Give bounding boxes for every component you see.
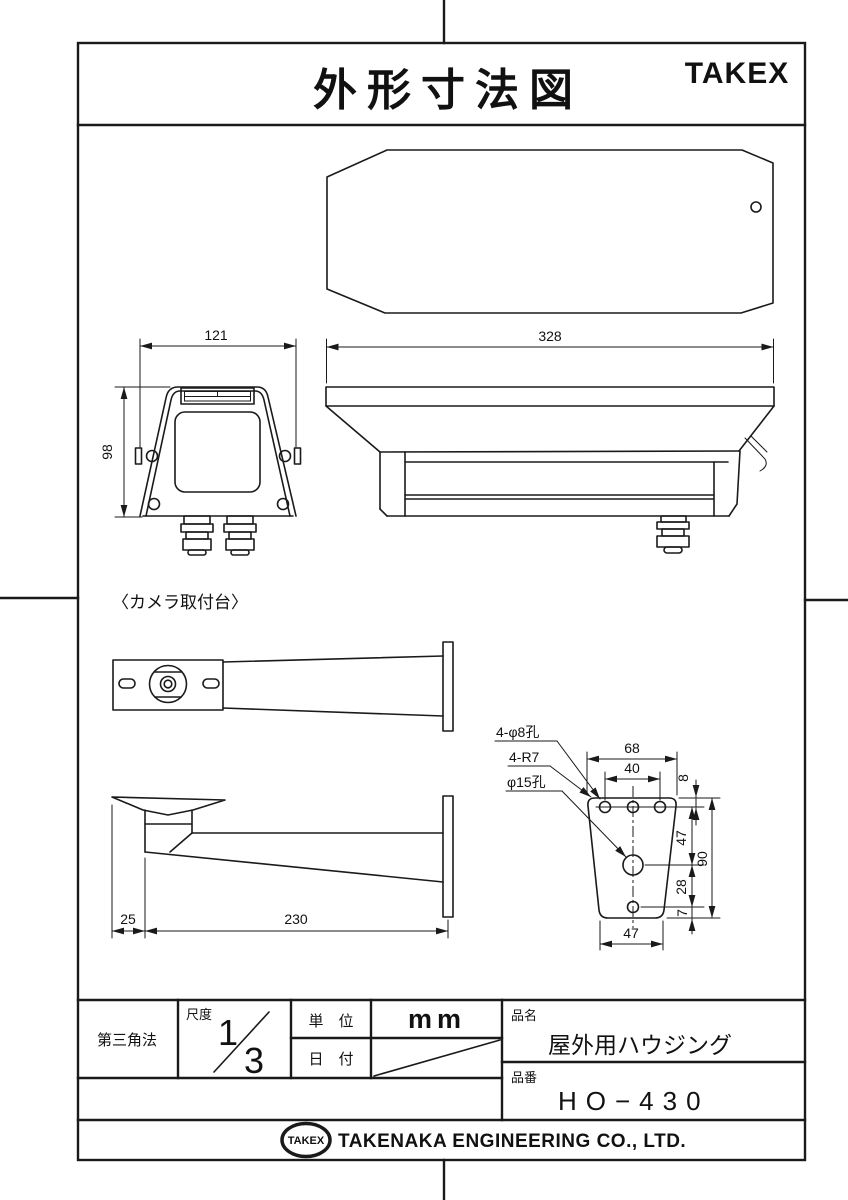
dim-bracket: 25 230 bbox=[111, 804, 449, 939]
phi8-hole bbox=[598, 800, 612, 814]
camera-window bbox=[174, 411, 261, 493]
dim-plate-top-offset-text: 8 bbox=[675, 774, 691, 782]
page-title: 外形寸法図 bbox=[313, 66, 583, 115]
mount-plate-detail: 68 40 8 47 28 7 90 47 4-φ8孔 4-R7 φ15孔 bbox=[494, 724, 721, 951]
unit-value: mm bbox=[408, 1004, 466, 1034]
housing-front-view bbox=[134, 386, 302, 556]
dim-side-length-text: 328 bbox=[538, 328, 562, 344]
product-code-label: 品番 bbox=[511, 1070, 537, 1085]
takex-oval-logo bbox=[280, 1121, 332, 1159]
bracket-side-view bbox=[111, 795, 454, 918]
dim-front-width: 121 bbox=[139, 327, 297, 448]
sun-visor-top bbox=[325, 386, 775, 407]
dim-plate-lower-pitch-text: 28 bbox=[673, 879, 689, 895]
dim-plate-top-width-text: 68 bbox=[624, 740, 640, 756]
side-latch bbox=[134, 447, 143, 465]
callout-phi8-holes: 4-φ8孔 bbox=[496, 724, 539, 740]
takex-logo-text: TAKEX bbox=[288, 1135, 325, 1147]
dim-plate-holes-span-text: 40 bbox=[624, 760, 640, 776]
vent-slot bbox=[180, 387, 255, 405]
cable-gland-right bbox=[223, 515, 257, 556]
dim-bracket-offset-text: 25 bbox=[120, 911, 136, 927]
dim-side-length: 328 bbox=[326, 328, 774, 384]
company-name: TAKENAKA ENGINEERING CO., LTD. bbox=[338, 1131, 686, 1152]
date-blank-slash bbox=[373, 1039, 501, 1077]
date-label: 日 付 bbox=[308, 1051, 353, 1068]
product-name-label: 品名 bbox=[511, 1008, 537, 1023]
dim-front-width-text: 121 bbox=[204, 327, 228, 343]
swivel-base bbox=[148, 664, 188, 704]
corner-screw bbox=[147, 497, 161, 511]
side-latch bbox=[293, 447, 302, 465]
unit-label: 単 位 bbox=[308, 1013, 353, 1030]
cable-gland-left bbox=[180, 515, 214, 556]
dim-plate-upper-pitch-text: 47 bbox=[673, 830, 689, 846]
phi8-hole bbox=[626, 900, 640, 914]
scale-fraction-slash bbox=[213, 1011, 270, 1073]
title-bar: 外形寸法図 TAKEX bbox=[313, 57, 789, 115]
callout-phi15-hole: φ15孔 bbox=[507, 774, 546, 790]
dim-plate-bottom-width-text: 47 bbox=[623, 925, 639, 941]
cover-screw-hole bbox=[750, 201, 762, 213]
corner-screw bbox=[145, 449, 159, 463]
dim-front-height-text: 98 bbox=[99, 444, 115, 460]
corner-screw bbox=[278, 449, 292, 463]
housing-top-view bbox=[326, 149, 774, 314]
phi8-hole bbox=[626, 800, 640, 814]
scale-label: 尺度 bbox=[186, 1007, 212, 1022]
dim-plate-height-text: 90 bbox=[694, 851, 710, 867]
corner-screw bbox=[276, 497, 290, 511]
brand-logo-text: TAKEX bbox=[685, 57, 789, 90]
footer: TAKEX TAKENAKA ENGINEERING CO., LTD. bbox=[280, 1121, 686, 1159]
bracket-label: 〈カメラ取付台〉 bbox=[112, 593, 248, 612]
latch-clip bbox=[744, 435, 768, 472]
title-block: 第三角法 尺度 1 3 単 位 mm 日 付 品名 屋外用ハウジング 品番 HO… bbox=[76, 998, 807, 1122]
phi15-hole bbox=[622, 854, 644, 876]
product-name-value: 屋外用ハウジング bbox=[548, 1032, 732, 1058]
scale-denominator: 3 bbox=[244, 1040, 264, 1081]
dim-bracket-arm-text: 230 bbox=[284, 911, 308, 927]
scale-numerator: 1 bbox=[218, 1012, 238, 1053]
dim-front-height: 98 bbox=[99, 386, 171, 518]
slot-hole bbox=[118, 678, 136, 689]
product-code-value: HO−430 bbox=[558, 1086, 710, 1116]
wall-plate bbox=[442, 641, 454, 732]
cable-gland-side bbox=[656, 515, 690, 554]
housing-side-view bbox=[325, 386, 775, 554]
projection-method: 第三角法 bbox=[97, 1031, 157, 1049]
callout-corner-radius: 4-R7 bbox=[509, 749, 540, 765]
dim-plate-bottom-offset-text: 7 bbox=[674, 909, 690, 917]
bracket-top-view bbox=[112, 641, 454, 732]
wall-plate bbox=[442, 795, 454, 918]
slot-hole bbox=[202, 678, 220, 689]
